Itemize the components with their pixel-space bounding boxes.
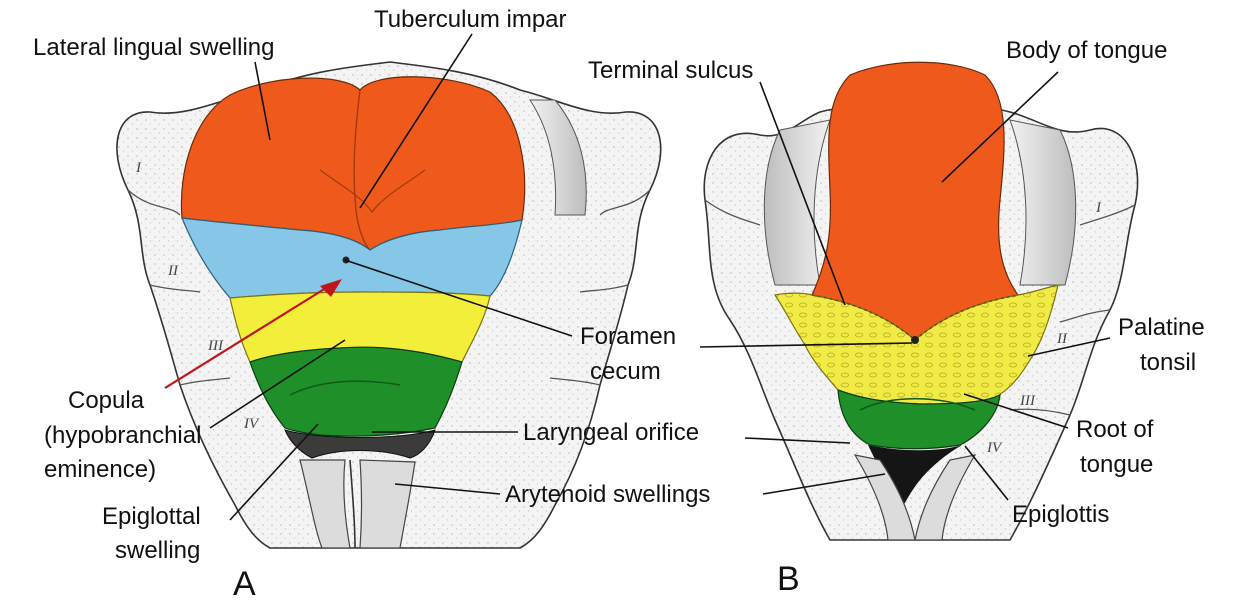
label-copula-line2: (hypobranchial [44, 422, 201, 449]
panel-a-arch-numeral-1: I [135, 160, 142, 176]
panel-label-a: A [233, 565, 256, 603]
panel-b-arch-numeral-3: III [1019, 393, 1036, 409]
label-copula-line1: Copula [68, 387, 145, 414]
label-epiglottis: Epiglottis [1012, 501, 1109, 528]
label-copula-line3: eminence) [44, 456, 156, 483]
panel-b-illustration [704, 62, 1137, 540]
label-root-of-tongue-line2: tongue [1080, 451, 1153, 478]
label-laryngeal-orifice: Laryngeal orifice [523, 419, 699, 446]
panel-b-arch-numeral-1: I [1095, 200, 1102, 216]
label-palatine-tonsil-line2: tonsil [1140, 349, 1196, 376]
panel-b-arch-numeral-2: II [1056, 331, 1068, 347]
label-root-of-tongue-line1: Root of [1076, 416, 1154, 443]
label-tuberculum-impar: Tuberculum impar [374, 6, 567, 33]
label-foramen-cecum-line1: Foramen [580, 323, 676, 350]
label-lateral-lingual-swelling: Lateral lingual swelling [33, 34, 274, 61]
label-terminal-sulcus: Terminal sulcus [588, 57, 753, 84]
label-foramen-cecum-line2: cecum [590, 358, 661, 385]
panel-a-arch-numeral-4: IV [243, 416, 260, 432]
panel-a-fourth-arch [250, 347, 462, 436]
panel-b-arch-numeral-4: IV [986, 440, 1003, 456]
label-body-of-tongue: Body of tongue [1006, 37, 1167, 64]
label-epiglottal-swelling-line2: swelling [115, 537, 200, 564]
panel-a-illustration [117, 62, 661, 548]
panel-a-arch-numeral-2: II [167, 263, 179, 279]
label-epiglottal-swelling-line1: Epiglottal [102, 503, 201, 530]
label-palatine-tonsil-line1: Palatine [1118, 314, 1205, 341]
label-arytenoid-swellings: Arytenoid swellings [505, 481, 710, 508]
panel-label-b: B [777, 560, 800, 598]
panel-a-arch-numeral-3: III [207, 338, 224, 354]
